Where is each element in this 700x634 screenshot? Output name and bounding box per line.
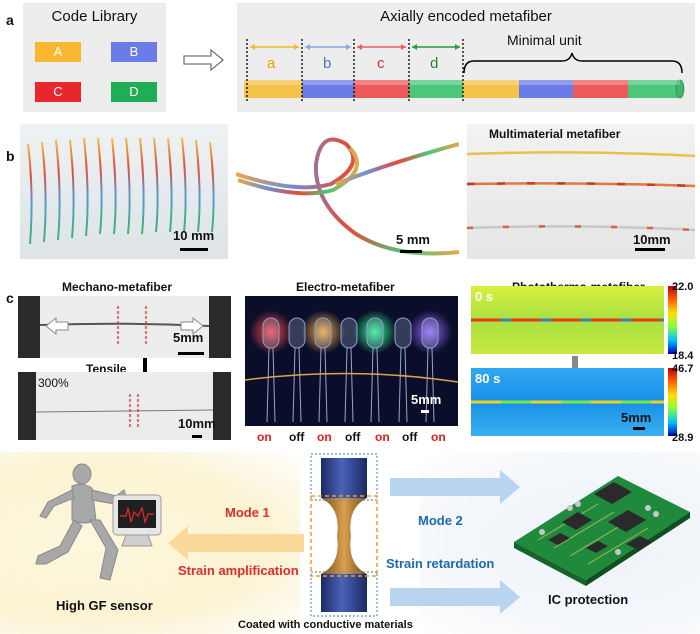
colorbar-2-max: 46.7 [672,363,694,375]
arrow-right-mode2-top [390,470,520,504]
scale-label-b3: 10mm [633,232,671,247]
thermal-time-80s: 80 s [475,371,501,386]
photo-mechano-before: 5mm [18,296,231,358]
led-state-2: off [289,430,305,444]
panel-letter-a: a [6,12,14,28]
panel-letter-b: b [6,148,15,164]
code-library-box: Code Library A B C D [23,3,166,112]
coated-label: Coated with conductive materials [238,619,413,631]
code-library-title: Code Library [51,8,138,25]
colorbar-1-max: 22.0 [672,281,694,293]
electro-title: Electro-metafiber [296,280,395,294]
segment-label-c: c [377,55,385,72]
panel-letter-c: c [6,290,14,306]
code-chip-d: D [111,82,157,102]
led-state-4: off [345,430,361,444]
code-chip-b: B [111,42,157,62]
photo-electro-leds: 5mm [245,296,458,426]
thermal-image-80s: 80 s 5mm [471,368,664,436]
arrow-right-icon [183,48,225,72]
led-state-7: on [431,430,446,444]
thermal-time-0s: 0 s [475,289,494,304]
led-state-1: on [257,430,272,444]
minimal-unit-label: Minimal unit [507,32,582,48]
mechano-title: Mechano-metafiber [62,280,173,294]
colorbar-1 [668,286,677,354]
strain-retardation-label: Strain retardation [386,556,495,571]
strain-amplification-label: Strain amplification [178,563,299,578]
encoded-fiber-diagram [244,39,685,103]
colorbar-2 [668,368,677,436]
photothermo-scale: 5mm [621,410,652,425]
fiber-structure-illustration [307,452,381,620]
arrow-right-mode2-bottom [390,580,520,614]
scale-label-b1: 10 mm [173,228,215,243]
colorbar-2-min: 28.9 [672,432,694,444]
segment-label-a: a [267,55,276,72]
scale-label-b2: 5 mm [396,232,430,247]
photo-fiber-coil: 10 mm [20,124,228,259]
mode-2-label: Mode 2 [418,513,463,528]
multimaterial-title: Multimaterial metafiber [489,127,621,141]
led-state-5: on [375,430,390,444]
mode-1-label: Mode 1 [225,505,270,520]
circuit-board-illustration [508,470,692,586]
metafiber-title: Axially encoded metafiber [380,8,552,25]
high-gf-sensor-label: High GF sensor [56,598,153,613]
photo-fiber-knot: 5 mm [236,124,459,259]
photo-multimaterial-fiber: Multimaterial metafiber 10mm [467,124,695,259]
segment-label-b: b [323,55,332,72]
colorbar-1-min: 18.4 [672,350,694,362]
electro-scale: 5mm [411,392,442,407]
arrow-left-amplification [168,526,304,560]
led-state-6: off [402,430,418,444]
code-chip-c: C [35,82,81,102]
segment-label-d: d [430,55,439,72]
photo-mechano-stretched: 300% 10mm [18,372,231,440]
monitor-illustration [112,494,162,548]
mechano-scale2: 10mm [178,416,216,431]
led-state-3: on [317,430,332,444]
metafiber-box: Axially encoded metafiber Minimal unit a… [237,3,695,112]
thermal-image-0s: 0 s [471,286,664,354]
code-chip-a: A [35,42,81,62]
mechano-scale1: 5mm [173,330,204,345]
ic-protection-label: IC protection [548,592,629,607]
strain-label: 300% [38,376,69,390]
